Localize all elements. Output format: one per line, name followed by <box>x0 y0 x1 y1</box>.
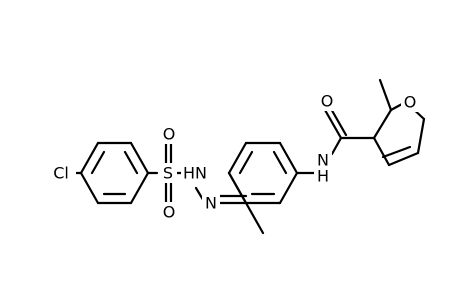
amide-hydrogen-label: H <box>317 167 329 186</box>
bond <box>278 141 299 175</box>
bond <box>129 141 150 175</box>
sulfonamide-nh-label: HN <box>183 164 207 183</box>
atom-label-background <box>314 150 332 170</box>
bonds <box>70 78 426 235</box>
atom-label-background <box>46 162 76 184</box>
bond <box>389 102 404 112</box>
atom-labels: Cl S O O HN N N H O O <box>46 91 419 222</box>
bond <box>244 201 265 235</box>
bond <box>79 141 100 175</box>
atom-label-background <box>318 91 336 111</box>
bond <box>372 108 393 140</box>
bond <box>90 150 106 175</box>
sulfonyl-bottom-oxygen-label: O <box>163 203 176 222</box>
bond <box>123 150 139 175</box>
atom-label-background <box>401 92 419 112</box>
atom-label-background <box>314 166 332 186</box>
bond <box>387 151 420 167</box>
bond <box>330 136 343 156</box>
bond <box>227 141 248 175</box>
bond <box>238 150 254 175</box>
atom-label-background <box>159 163 177 183</box>
bond <box>323 108 343 140</box>
bond <box>278 171 299 205</box>
atom-label-background <box>160 124 178 144</box>
chlorine-atom-label: Cl <box>53 164 69 183</box>
carbonyl-oxygen-label: O <box>321 92 334 111</box>
bond <box>227 171 248 205</box>
sulfur-atom-label: S <box>163 164 173 183</box>
atom-label-background <box>181 163 210 183</box>
bond <box>129 171 150 205</box>
atom-label-background <box>160 202 178 222</box>
bond <box>328 105 348 137</box>
bond <box>378 78 393 112</box>
bond <box>381 145 412 159</box>
amide-nitrogen-label: N <box>317 151 329 170</box>
atom-label-background <box>202 193 220 213</box>
bond <box>79 171 100 205</box>
hydrazone-nitrogen-label: N <box>205 194 217 213</box>
furan-oxygen-label: O <box>404 93 417 112</box>
bond <box>416 117 426 155</box>
sulfonyl-top-oxygen-label: O <box>163 125 176 144</box>
bond <box>272 150 288 175</box>
bond <box>372 136 391 167</box>
